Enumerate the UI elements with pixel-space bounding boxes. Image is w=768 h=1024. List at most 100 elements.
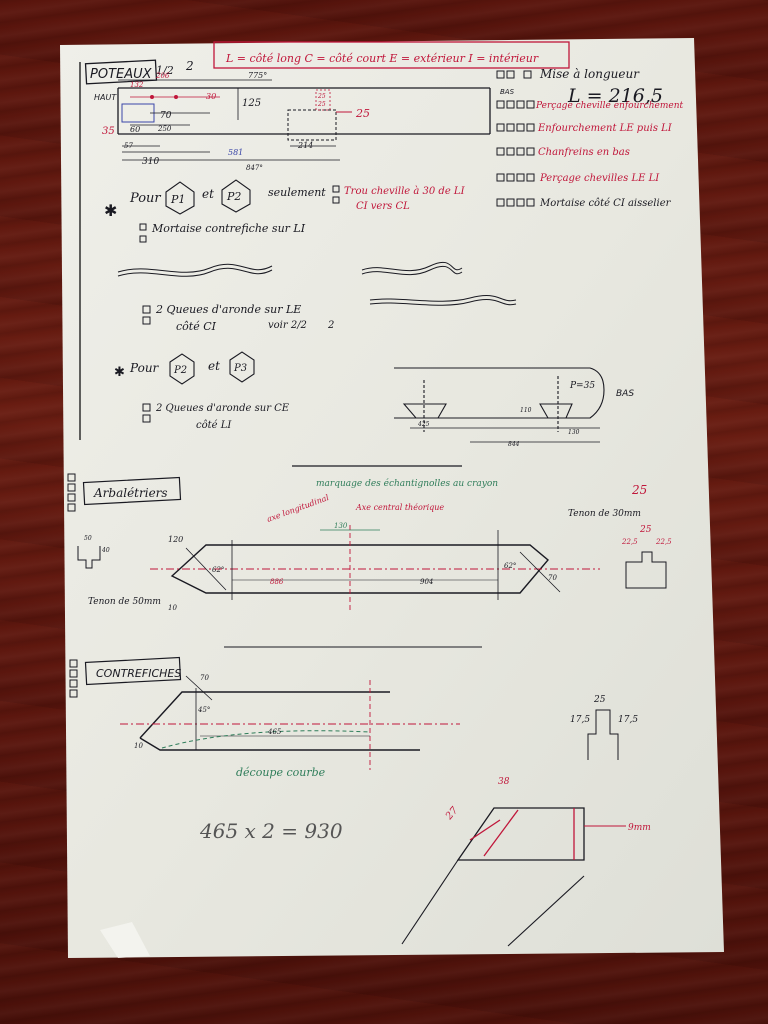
tenon-25b: 25 bbox=[639, 525, 652, 535]
tenon-dim-17-5-b: 17,5 bbox=[618, 715, 638, 725]
note1-mortaise: Mortaise contrefiche sur LI bbox=[151, 222, 306, 235]
arbaletriers-red-note2: Axe central théorique bbox=[355, 503, 444, 512]
checklist-item: Perçage cheville enfourchement bbox=[535, 101, 683, 111]
poteau-drawing: HAUT BAS 775° 206 132 30 125 70 60 250 bbox=[94, 71, 515, 172]
page-note: 2 bbox=[185, 59, 194, 73]
angle-45: 45° bbox=[197, 706, 210, 714]
dim-25b: 25 bbox=[317, 93, 326, 100]
checklist-item: Perçage chevilles LE LI bbox=[539, 173, 660, 184]
voir-number: 2 bbox=[327, 320, 334, 331]
angle-62b: 62° bbox=[504, 562, 516, 570]
dim-310: 310 bbox=[142, 157, 159, 167]
arbaletriers-green-note: marquage des échantignolles au crayon bbox=[316, 478, 498, 489]
note1-suffix: seulement bbox=[268, 186, 326, 199]
section-title-arbaletriers: Arbalétriers bbox=[93, 486, 168, 500]
dim-10: 10 bbox=[134, 742, 143, 750]
p35-label: P=35 bbox=[569, 381, 595, 391]
note2-prefix: Pour bbox=[129, 361, 160, 375]
tenon-25: 25 bbox=[631, 483, 647, 497]
torn-corner bbox=[100, 922, 150, 958]
tenon-dim-25: 25 bbox=[593, 695, 606, 705]
dim-775: 775° bbox=[248, 71, 267, 80]
dim-40: 40 bbox=[101, 547, 110, 554]
dim-70: 70 bbox=[160, 111, 172, 121]
dim-130: 130 bbox=[568, 429, 580, 436]
hexagon-p1 bbox=[165, 181, 195, 215]
dim-57: 57 bbox=[124, 142, 133, 150]
dim-581: 581 bbox=[228, 148, 243, 157]
note1-and: et bbox=[202, 187, 214, 201]
dim-465: 465 bbox=[267, 728, 282, 736]
checklist-item: Enfourchement LE puis LI bbox=[537, 123, 673, 134]
dim-60: 60 bbox=[130, 125, 140, 134]
dim-10: 10 bbox=[168, 604, 177, 612]
legend-box bbox=[213, 41, 570, 69]
section-title-contrefiches: CONTREFICHES bbox=[96, 667, 181, 680]
contrefiches-section: CONTREFICHES 70 45° 465 10 découpe courb… bbox=[69, 656, 651, 947]
tenon-icon-right bbox=[625, 551, 667, 589]
bas-label: BAS bbox=[500, 88, 515, 96]
header: POTEAUX 1/2 2 L = côté long C = côté cou… bbox=[84, 41, 570, 85]
note-p2-p3: ✱ Pour P2 et P3 2 Queues d'aronde sur CE… bbox=[114, 351, 290, 431]
queues-group-1: 2 Queues d'aronde sur LE côté CI voir 2/… bbox=[142, 303, 334, 333]
checkbox-group bbox=[496, 70, 532, 79]
queues2: 2 Queues d'aronde sur CE bbox=[155, 403, 290, 414]
hexagon-p2 bbox=[169, 353, 195, 385]
scribbles bbox=[117, 261, 517, 306]
checklist-item: Chanfreins en bas bbox=[538, 147, 630, 158]
dim-25c: 25 bbox=[317, 101, 326, 108]
queues2b: côté LI bbox=[196, 420, 232, 431]
dim-904: 904 bbox=[420, 578, 433, 586]
dim-844: 844 bbox=[508, 441, 520, 448]
checklist: Mise à longueur Perçage cheville enfourc… bbox=[496, 67, 683, 209]
dim-250: 250 bbox=[157, 125, 172, 133]
dim-22-5-b: 22,5 bbox=[655, 538, 672, 546]
dim-35: 35 bbox=[102, 126, 115, 137]
hexagon-p2 bbox=[221, 179, 251, 213]
note1-hole2: CI vers CL bbox=[356, 201, 410, 212]
dim-130: 130 bbox=[334, 522, 348, 530]
calculation: 465 x 2 = 930 bbox=[199, 819, 343, 843]
note2-and: et bbox=[208, 359, 220, 373]
tenon-icon-left bbox=[77, 546, 101, 569]
checklist-item: Mise à longueur bbox=[539, 67, 640, 81]
dim-50: 50 bbox=[84, 535, 92, 542]
dim-206: 206 bbox=[155, 72, 170, 80]
dim-125: 125 bbox=[242, 98, 261, 109]
queues1: 2 Queues d'aronde sur LE bbox=[155, 303, 301, 316]
dim-110: 110 bbox=[520, 407, 532, 414]
angle-62: 62° bbox=[212, 566, 224, 574]
haut-label: HAUT bbox=[94, 93, 117, 102]
voir-note: voir 2/2 bbox=[268, 320, 307, 331]
title-box bbox=[84, 59, 158, 85]
dim-214: 214 bbox=[297, 141, 313, 150]
tenon-dim-17-5-a: 17,5 bbox=[570, 715, 590, 725]
dim-70: 70 bbox=[548, 574, 557, 582]
dim-25: 25 bbox=[355, 107, 370, 120]
bas-label-2: BAS bbox=[616, 389, 634, 399]
queues1b: côté CI bbox=[176, 320, 217, 333]
note1-hole: Trou cheville à 30 de LI bbox=[344, 186, 466, 197]
page-number: 1/2 bbox=[156, 64, 174, 77]
dim-120: 120 bbox=[168, 535, 183, 544]
dim-847: 847° bbox=[246, 164, 263, 172]
note2-p3: P3 bbox=[233, 363, 247, 374]
dim-9mm: 9mm bbox=[628, 823, 651, 833]
dim-22-5-a: 22,5 bbox=[621, 538, 638, 546]
contrefiches-green-note: découpe courbe bbox=[236, 766, 326, 779]
dovetail-beam-drawing bbox=[394, 367, 605, 443]
tenon-icon bbox=[587, 709, 619, 760]
note1-p1: P1 bbox=[170, 193, 185, 206]
note2-p2: P2 bbox=[173, 365, 187, 376]
dim-70: 70 bbox=[200, 674, 209, 682]
page-title: POTEAUX bbox=[90, 67, 153, 82]
tenon-30-note: Tenon de 30mm bbox=[568, 509, 641, 519]
asterisk-icon: ✱ bbox=[114, 365, 125, 380]
dim-30: 30 bbox=[206, 92, 216, 101]
hexagon-p3 bbox=[229, 351, 255, 383]
note-p1-p2: ✱ Pour P1 et P2 seulement Trou cheville … bbox=[104, 179, 466, 243]
total-length: L = 216,5 bbox=[567, 85, 663, 107]
dim-132: 132 bbox=[130, 81, 144, 89]
tenon-50-note: Tenon de 50mm bbox=[88, 597, 161, 607]
